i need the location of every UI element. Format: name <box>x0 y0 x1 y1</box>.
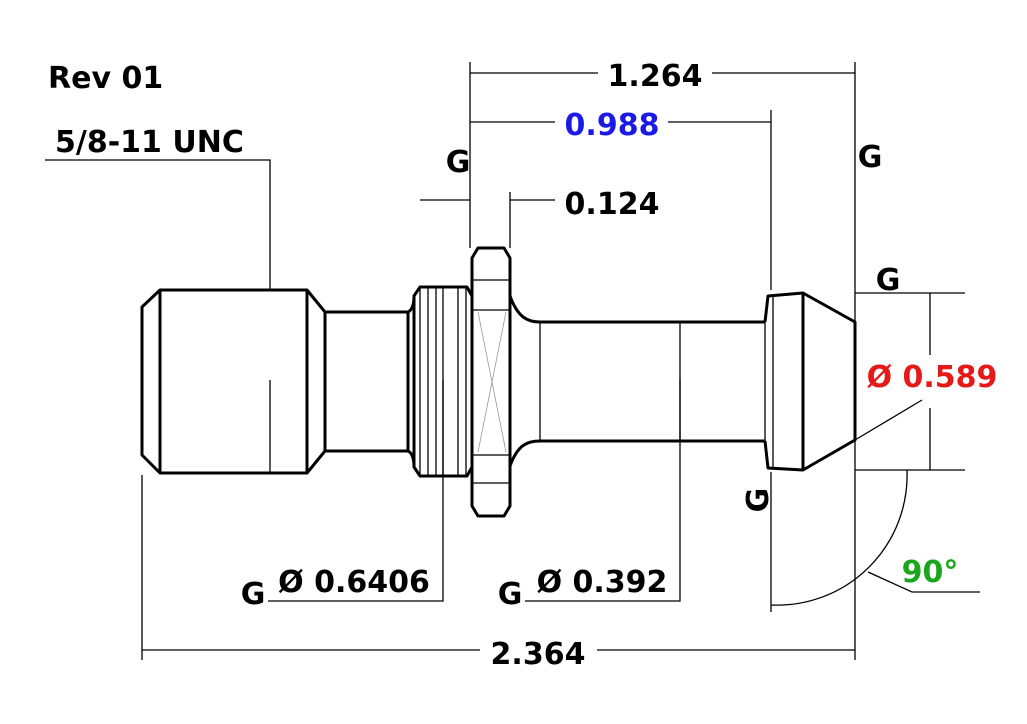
shank <box>508 295 765 467</box>
head <box>763 291 857 472</box>
dim-overall-to-flange: 1.264 <box>608 59 703 94</box>
gdt-symbol-end: G <box>858 140 883 175</box>
neck-section <box>323 310 410 453</box>
threaded-section <box>140 288 327 475</box>
gdt-symbol-groove: G <box>241 577 266 612</box>
dim-groove-diameter: Ø 0.6406 <box>278 565 430 600</box>
dim-head-diameter: Ø 0.589 <box>867 360 998 395</box>
dim-flange-to-head: 0.988 <box>565 108 660 143</box>
flange <box>470 246 512 518</box>
dim-shank-diameter: Ø 0.392 <box>537 565 668 600</box>
gdt-symbol-head-face: G <box>741 488 776 513</box>
revision-label: Rev 01 <box>48 61 163 96</box>
gdt-symbol-shank: G <box>498 577 523 612</box>
pull-stud-part <box>140 246 857 518</box>
dim-flange-thickness: 0.124 <box>565 187 660 222</box>
gdt-symbol-head: G <box>876 263 901 298</box>
gdt-symbol-flange: G <box>446 145 471 180</box>
dim-overall-length: 2.364 <box>491 637 586 672</box>
dim-cone-angle: 90° <box>902 555 959 590</box>
dimension-lines <box>45 62 980 660</box>
thread-spec-label: 5/8-11 UNC <box>55 125 244 160</box>
